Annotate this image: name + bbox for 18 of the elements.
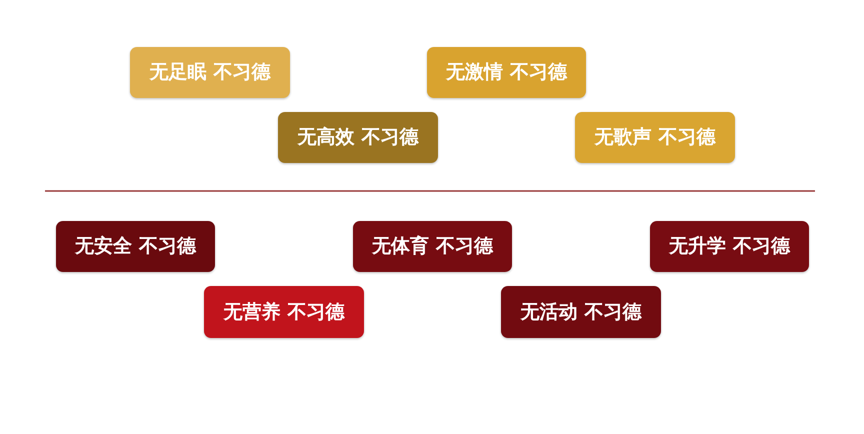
label-tag (353, 221, 512, 272)
label-tag (575, 112, 735, 163)
tag-text: 无营养 不习德 (224, 300, 344, 324)
label-tag (56, 221, 215, 272)
tag-text: 无体育 不习德 (372, 235, 493, 258)
tag-text: 无活动 不习德 (520, 300, 642, 324)
label-tag (130, 47, 290, 98)
tag-text: 无激情 不习德 (446, 61, 567, 84)
label-tag (427, 47, 586, 98)
tag-text: 无安全 不习德 (75, 235, 196, 258)
label-tag (278, 112, 438, 163)
tag-text: 无歌声 不习德 (594, 126, 716, 149)
tag-text: 无高效 不习德 (298, 126, 418, 149)
label-tag (204, 286, 364, 338)
label-tag (501, 286, 661, 338)
tag-text: 无足眠 不习德 (150, 61, 270, 84)
tag-text: 无升学 不习德 (669, 235, 790, 258)
label-tag (650, 221, 809, 272)
